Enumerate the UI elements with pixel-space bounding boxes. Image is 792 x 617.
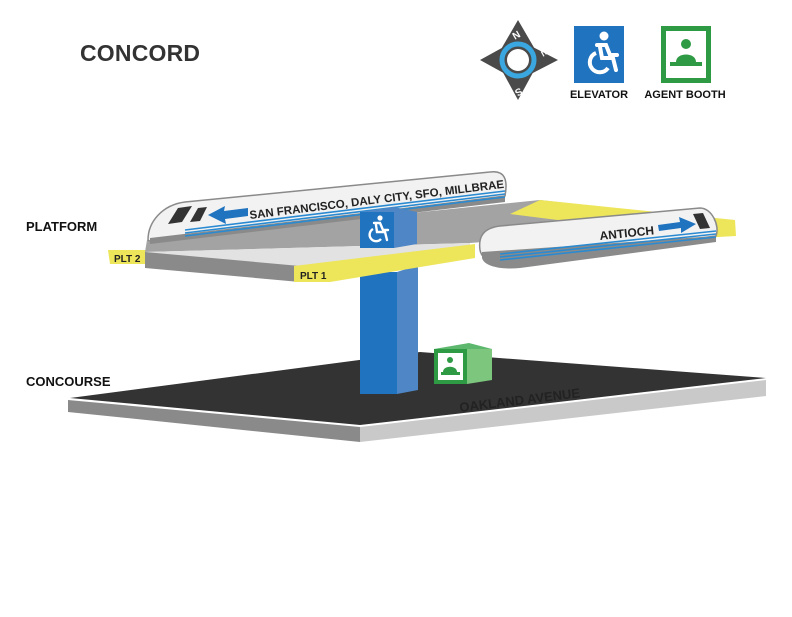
train-right-destination: ANTIOCH: [599, 223, 655, 243]
agent-booth-legend-icon: [661, 26, 711, 83]
plt1-label: PLT 1: [300, 271, 327, 282]
compass-n-label: N: [511, 29, 523, 42]
elevator-legend-icon: [574, 26, 624, 83]
agent-booth: [434, 343, 492, 384]
platform-level-label: PLATFORM: [26, 219, 98, 234]
platform-elevator: [360, 207, 417, 248]
station-title: CONCORD: [80, 40, 201, 66]
compass-s-label: S: [512, 85, 524, 98]
elevator-shaft: [360, 265, 418, 394]
compass-icon: N E S W: [480, 20, 558, 100]
train-right: ANTIOCH: [478, 207, 718, 269]
compass-e-label: E: [538, 47, 551, 59]
elevator-legend-label: ELEVATOR: [569, 89, 629, 101]
plt2-label: PLT 2: [114, 254, 141, 265]
agent-booth-legend-label: AGENT BOOTH: [644, 89, 726, 101]
concourse-level-label: CONCOURSE: [26, 374, 111, 389]
